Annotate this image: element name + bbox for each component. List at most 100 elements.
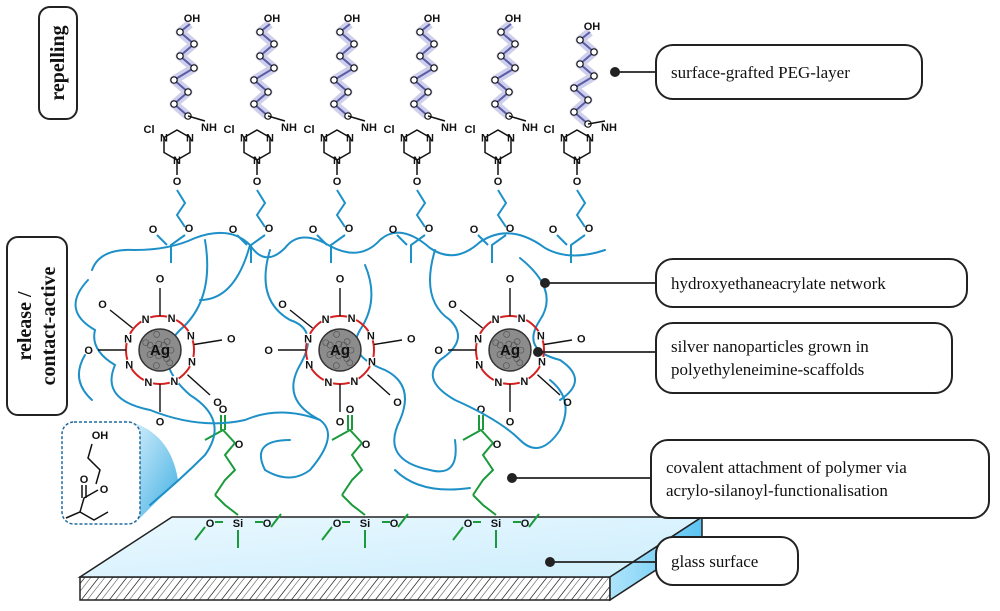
peg-oxygen: [590, 72, 598, 80]
silicon-atom: Si: [360, 518, 370, 530]
network-strand: [394, 469, 471, 491]
carbonyl-bond: [556, 234, 568, 246]
ethylene-linker: [575, 189, 587, 228]
inset-box: [61, 421, 141, 525]
oxygen-atom: O: [393, 397, 402, 409]
peg-layer-callout: surface-grafted PEG-layer: [655, 44, 923, 100]
peg-oxygen: [410, 100, 418, 108]
hydroxyl-group: OH: [264, 13, 281, 25]
pei-node-bg: [124, 359, 135, 370]
silicon-atom: Si: [491, 518, 501, 530]
carbonyl-bond: [316, 234, 328, 246]
amide-arm: [543, 339, 573, 346]
hydroxyl-group: OH: [344, 13, 361, 25]
peg-chain-group: OHNNNClNHOOO: [465, 13, 538, 263]
o-surface-bond: [452, 526, 464, 541]
ethylene-linker: [496, 189, 508, 228]
network-strand: [259, 249, 329, 479]
oxygen-atom: O: [227, 334, 236, 346]
peg-oxygen: [497, 28, 505, 36]
carbonyl-bond: [156, 234, 168, 246]
nitrogen-atom: N: [538, 357, 546, 369]
oxygen-atom: O: [100, 484, 109, 496]
pei-node-bg: [519, 375, 530, 386]
oxygen-atom: O: [577, 334, 586, 346]
network-text: hydroxyethaneacrylate network: [671, 273, 886, 293]
pei-node-bg: [140, 314, 151, 325]
amide-arm: [289, 309, 313, 329]
silver-lattice: [517, 346, 525, 354]
nitrogen-atom: N: [125, 359, 133, 371]
amide-arm: [373, 339, 403, 346]
peg-oxygen: [430, 40, 438, 48]
nitrogen-atom: N: [187, 331, 195, 343]
inset-backbone: [79, 511, 109, 521]
glass-front-face: [79, 576, 611, 601]
peg-chain-group: OHNNNClNHOOO: [224, 13, 297, 263]
nitrogen-atom: N: [304, 333, 312, 345]
peg-oxygen: [350, 64, 358, 72]
silver-lattice: [513, 338, 521, 345]
glass-surface-callout: glass surface: [655, 536, 799, 586]
pointer-dot: [545, 557, 555, 567]
peg-oxygen: [424, 88, 432, 96]
silver-lattice: [335, 352, 342, 360]
nitrogen-atom: N: [350, 376, 358, 388]
amine-group: NH: [201, 122, 217, 134]
pei-node-bg: [493, 376, 504, 387]
hydroxyl-group: OH: [92, 430, 109, 442]
silver-lattice: [505, 352, 512, 360]
oxygen-atom: O: [506, 416, 515, 428]
silane-propyl: [341, 494, 366, 516]
oxygen-atom: O: [265, 223, 274, 235]
silicon-atom: Si: [233, 518, 243, 530]
peg-oxygen: [584, 96, 592, 104]
ethylene-linker: [175, 189, 187, 228]
hydroxyl-group: OH: [184, 13, 201, 25]
nitrogen-atom: N: [240, 133, 248, 145]
pei-node-bg: [536, 356, 547, 367]
peg-chain-group: OHNNNClNHOOO: [304, 13, 377, 263]
peg-oxygen: [336, 28, 344, 36]
oxygen-atom: O: [336, 274, 345, 286]
peg-triazine-bond: [427, 115, 446, 122]
silver-label: Ag: [330, 342, 350, 359]
peg-oxygen: [170, 100, 178, 108]
silane-propyl: [472, 494, 497, 516]
silver-lattice: [326, 351, 334, 358]
nitrogen-atom: N: [507, 133, 515, 145]
oxygen-atom: O: [563, 397, 572, 409]
pei-node-bg: [304, 359, 315, 370]
amine-group: NH: [361, 122, 377, 134]
oxygen-atom: O: [506, 274, 515, 286]
chlorine-atom: Cl: [224, 124, 235, 136]
silver-lattice: [496, 351, 504, 358]
peg-oxygen: [570, 84, 578, 92]
peg-oxygen: [497, 52, 505, 60]
amide-arm: [367, 374, 391, 396]
peg-oxygen: [330, 100, 338, 108]
network-callout: hydroxyethaneacrylate network: [655, 258, 968, 308]
carbonyl-bond: [396, 234, 408, 246]
nitrogen-atom: N: [492, 314, 500, 326]
silver-lattice: [163, 338, 171, 345]
peg-oxygen: [350, 40, 358, 48]
silver-lattice: [342, 346, 350, 354]
pei-node-bg: [143, 376, 154, 387]
oxygen-atom: O: [278, 299, 287, 311]
acrylate-link: [204, 428, 236, 444]
silver-lattice: [146, 351, 154, 358]
silane-propyl: [214, 494, 239, 516]
nitrogen-atom: N: [144, 377, 152, 389]
pei-node-bg: [186, 356, 197, 367]
silver-lattice: [153, 362, 160, 369]
pei-ring: [305, 315, 375, 385]
oxygen-atom: O: [494, 176, 503, 188]
peg-oxygen: [176, 52, 184, 60]
peg-oxygen: [491, 76, 499, 84]
nitrogen-atom: N: [368, 357, 376, 369]
silver-lattice: [153, 331, 160, 338]
amide-arm: [459, 309, 483, 329]
